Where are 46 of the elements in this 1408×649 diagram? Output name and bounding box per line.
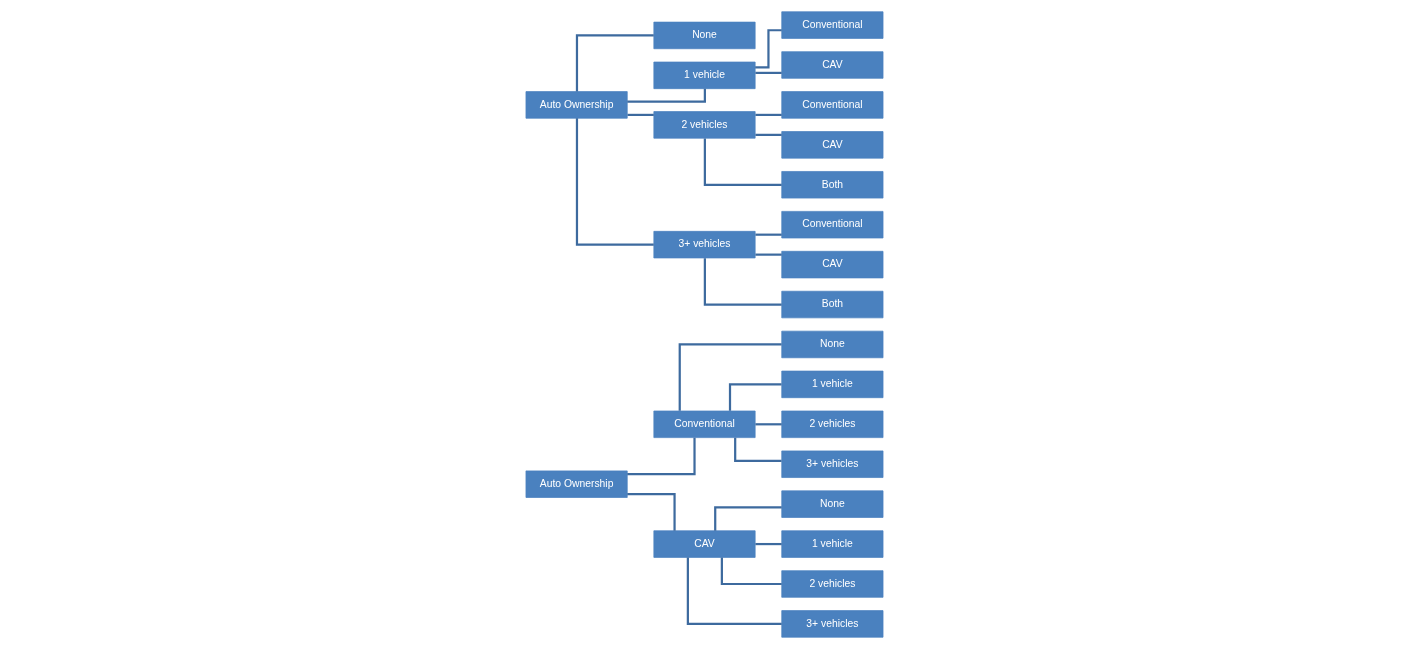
node-box: Auto Ownership <box>525 91 628 119</box>
connector <box>728 383 781 411</box>
node-box: Both <box>780 290 883 319</box>
node-box: Both <box>780 171 883 199</box>
connector <box>678 343 782 411</box>
node-box: None <box>780 330 883 359</box>
node-box: 1 vehicle <box>780 530 883 558</box>
node-box: Auto Ownership <box>525 470 628 498</box>
node-box: CAV <box>780 131 883 159</box>
node-box: Conventional <box>780 11 883 39</box>
node-box: Conventional <box>780 91 883 119</box>
connector <box>754 71 782 74</box>
connector <box>703 258 782 306</box>
node-box: None <box>780 490 883 518</box>
node-box: None <box>653 21 755 50</box>
connector <box>754 113 782 116</box>
connector <box>703 138 782 186</box>
connector <box>754 233 782 236</box>
node-box: CAV <box>780 250 883 279</box>
node-box: Conventional <box>780 211 883 239</box>
connector <box>626 493 676 531</box>
connector <box>713 506 782 531</box>
node-box: 3+ vehicles <box>780 450 883 478</box>
node-box: Conventional <box>653 410 755 438</box>
connector <box>626 437 696 476</box>
connector <box>575 118 654 246</box>
node-box: 3+ vehicles <box>653 231 755 259</box>
node-box: CAV <box>653 530 755 558</box>
connector <box>754 542 782 546</box>
node-box: 2 vehicles <box>780 410 883 438</box>
node-box: 2 vehicles <box>653 111 755 139</box>
connector <box>720 557 782 586</box>
connector <box>754 133 782 136</box>
connector <box>754 29 782 69</box>
node-box: 1 vehicle <box>780 370 883 399</box>
node-box: CAV <box>780 51 883 79</box>
connector <box>754 253 782 256</box>
connector <box>733 437 781 462</box>
node-box: 1 vehicle <box>653 61 755 90</box>
connector <box>686 557 782 626</box>
connector <box>627 113 654 116</box>
connector <box>754 423 782 426</box>
node-box: 3+ vehicles <box>780 610 883 638</box>
node-box: 2 vehicles <box>780 570 883 598</box>
connector <box>626 88 706 103</box>
connector <box>575 34 654 92</box>
